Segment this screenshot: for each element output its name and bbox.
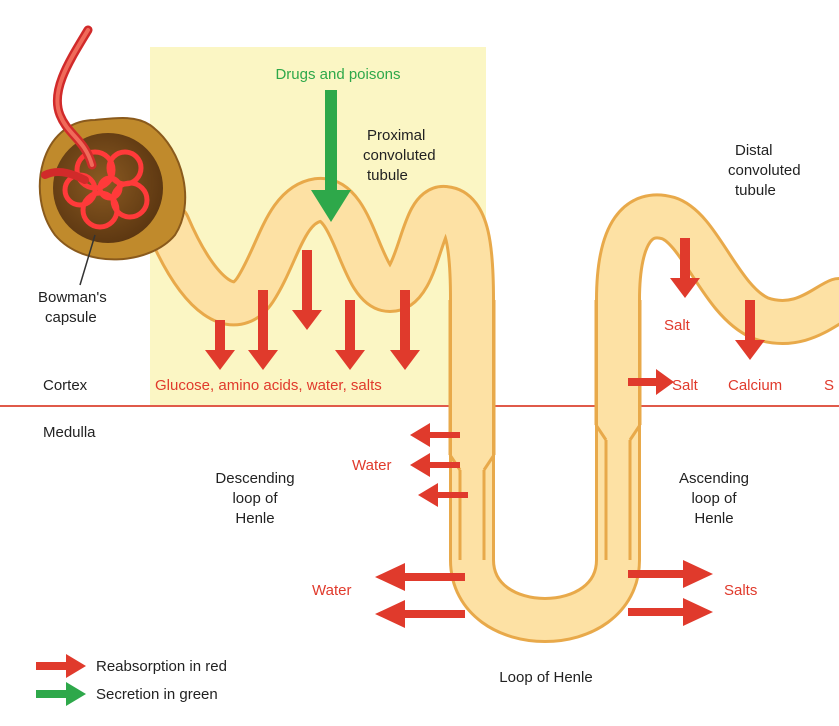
- thin-limb-right: [606, 420, 630, 560]
- distal-label-1: Distal: [735, 142, 773, 159]
- salt-upper-label: Salt: [664, 317, 691, 334]
- ascending-label-2: loop of: [691, 490, 737, 507]
- proximal-label-1: Proximal: [367, 127, 425, 144]
- medulla-label: Medulla: [43, 424, 96, 441]
- proximal-label-3: tubule: [367, 167, 408, 184]
- descending-label-1: Descending: [215, 470, 294, 487]
- salts-label: Salts: [724, 582, 757, 599]
- ascending-label-3: Henle: [694, 510, 733, 527]
- legend-red-arrow-icon: [36, 654, 86, 678]
- salt-lower-label: Salt: [672, 377, 699, 394]
- tubule-inner: [168, 200, 839, 620]
- water-arrows-descending: [410, 423, 468, 507]
- salts-arrows-loop: [628, 560, 713, 626]
- legend-green-arrow-icon: [36, 682, 86, 706]
- bowman-label-2: capsule: [45, 309, 97, 326]
- descending-label-2: loop of: [232, 490, 278, 507]
- proximal-reabsorbed-label: Glucose, amino acids, water, salts: [155, 377, 382, 394]
- distal-label-3: tubule: [735, 182, 776, 199]
- calcium-label: Calcium: [728, 377, 782, 394]
- legend-secretion-label: Secretion in green: [96, 686, 218, 703]
- tubule: [168, 200, 839, 620]
- distal-label-2: convoluted: [728, 162, 801, 179]
- descending-label-3: Henle: [235, 510, 274, 527]
- bowman-label-1: Bowman's: [38, 289, 107, 306]
- proximal-label-2: convoluted: [363, 147, 436, 164]
- cortex-label: Cortex: [43, 377, 88, 394]
- drugs-label: Drugs and poisons: [275, 66, 400, 83]
- ascending-label-1: Ascending: [679, 470, 749, 487]
- legend: Reabsorption in red Secretion in green: [36, 654, 227, 706]
- water-lower-label: Water: [312, 582, 351, 599]
- water-upper-label: Water: [352, 457, 391, 474]
- cut-s-label: S: [824, 377, 834, 394]
- loop-label: Loop of Henle: [499, 669, 592, 686]
- legend-reabsorption-label: Reabsorption in red: [96, 658, 227, 675]
